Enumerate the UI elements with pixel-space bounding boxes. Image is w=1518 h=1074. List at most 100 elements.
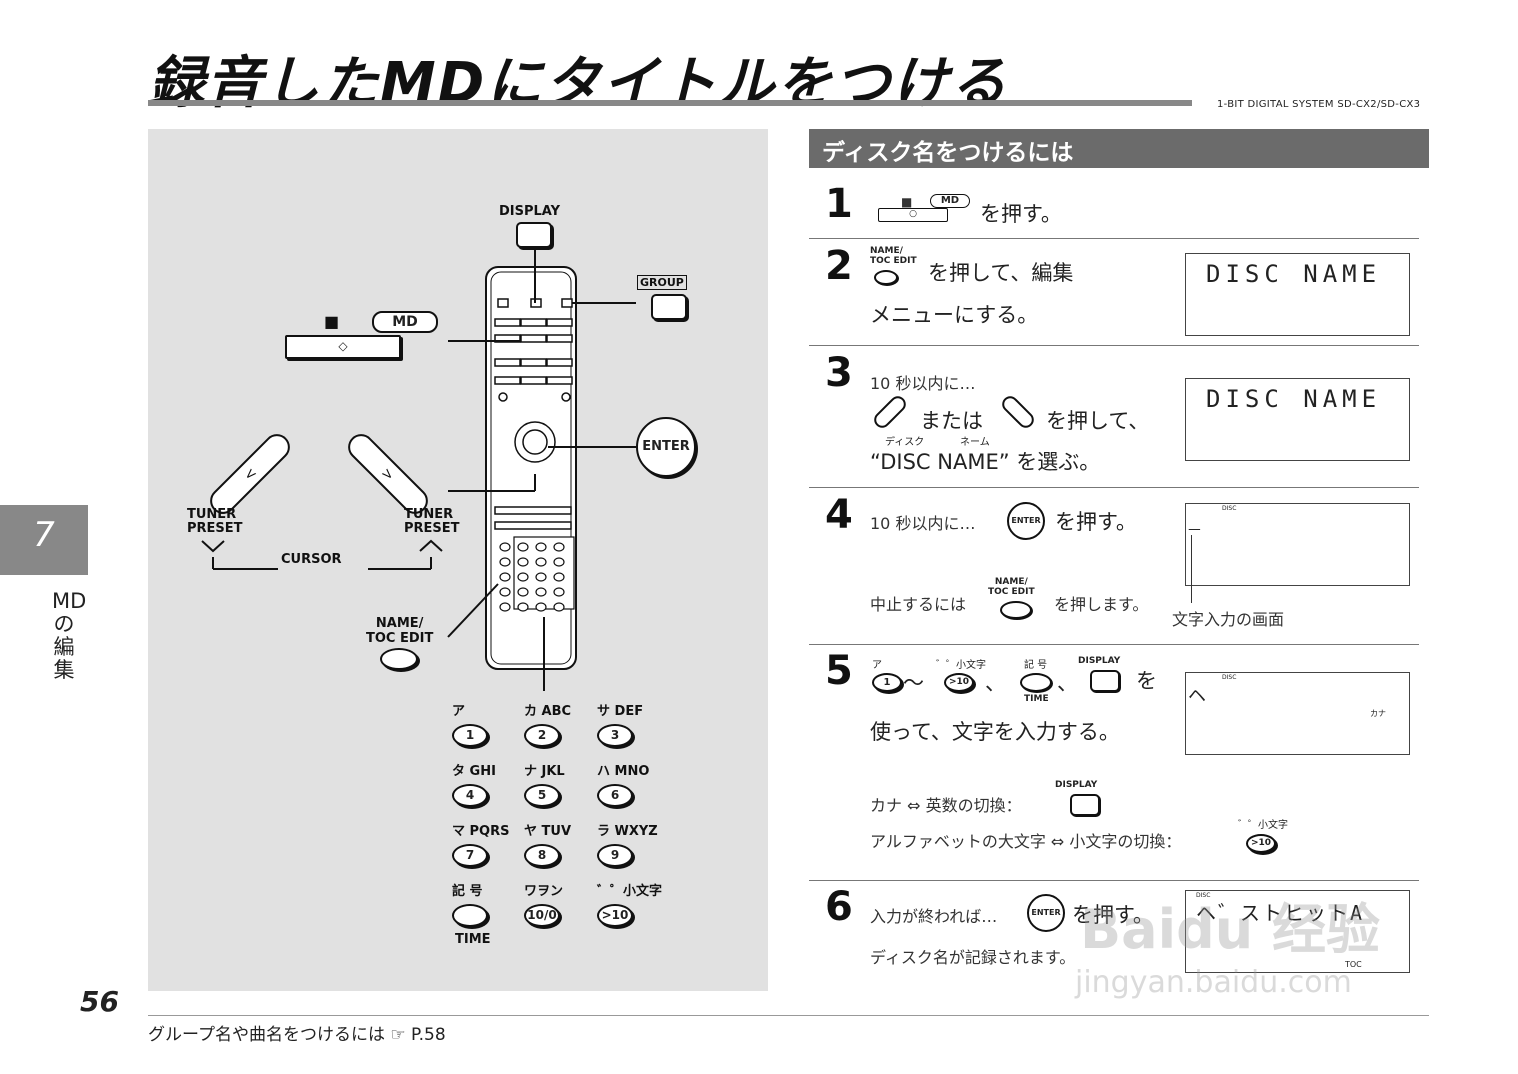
page-number: 56 [80,985,119,1018]
keypad-label: ナ JKL [524,764,565,779]
md-button[interactable]: MD [372,311,438,333]
keypad-key[interactable]: 2 [524,724,560,747]
step6-pre: 入力が終われば… [870,907,998,926]
remote-keypad-key [499,542,511,552]
keypad-key[interactable]: 8 [524,844,560,867]
step-number-1: 1 [825,181,853,227]
footer-divider [148,1015,1429,1016]
step5-switch1-display-label: DISPLAY [1055,780,1098,790]
step5-disc-indicator: DISC [1222,674,1237,681]
watermark-url: jingyan.baidu.com [1075,965,1352,1000]
step2-name-toc-label: NAME/ TOC EDIT [870,246,917,266]
display-button[interactable] [516,222,552,248]
keypad-key[interactable]: 7 [452,844,488,867]
step3-ruby-disc: ディスク [885,437,925,448]
enter-button[interactable]: ENTER [636,417,696,477]
title-underline [148,100,1192,106]
keypad-key[interactable]: 9 [597,844,633,867]
remote-keypad-key [553,587,565,597]
step2-text-line1: を押して、編集 [928,261,1074,285]
step5-switch1: カナ ⇔ 英数の切換： [870,796,1022,815]
step-number-3: 3 [825,350,853,396]
step3-display-text: DISC NAME [1206,385,1382,413]
step6-text: を押す。 [1072,903,1154,927]
keypad-label: ハ MNO [597,764,650,779]
keypad-label: ワヲン [524,884,564,899]
remote-keypad-key [553,542,565,552]
step5-kana-indicator: カナ [1370,709,1386,718]
remote-keypad-key [517,587,529,597]
step5-key-gt10: >10 [944,673,974,692]
step4-blink-cursor: ㅡ [1188,523,1201,539]
chapter-label: MDの編集 [52,589,87,682]
step-number-6: 6 [825,884,853,930]
step5-a-label: ア [872,660,882,671]
keypad-label: タ GHI [452,764,496,779]
keypad-key[interactable]: 1 [452,724,488,747]
step5-comma2: 、 [1057,671,1078,695]
step1-stop-md-button: ○ [878,208,948,222]
step1-stop-icon: ■ [901,195,913,209]
keypad-key[interactable]: 5 [524,784,560,807]
cursor-right-icon [1002,396,1034,428]
step3-text: を押して、 [1046,409,1150,433]
step5-time-label: TIME [1024,694,1049,704]
keypad-label: ラ WXYZ [597,824,658,839]
step5-switch2-small-label: ゛゜小文字 [1238,820,1288,831]
step5-display [1185,672,1410,755]
stop-md-button[interactable]: ◇ [285,335,401,359]
step2-display: DISC NAME [1185,253,1410,336]
chapter-number: 7 [33,515,55,555]
step4-pre: 10 秒以内に… [870,514,976,533]
step2-text-line2: メニューにする。 [870,303,1039,327]
keypad-key[interactable]: 4 [452,784,488,807]
step4-name-toc-label: NAME/ TOC EDIT [988,577,1035,597]
step5-text2: 使って、文字を入力する。 [870,720,1120,744]
step-number-2: 2 [825,243,853,289]
keypad-label: ア [452,704,466,719]
step5-tilde: ～ [903,671,924,695]
step6-toc-indicator: TOC [1345,960,1362,969]
section-title: ディスク名をつけるには [822,140,1074,166]
step4-enter-icon: ENTER [1007,502,1045,540]
step5-switch2: アルファベットの大文字 ⇔ 小文字の切換： [870,832,1182,851]
step1-text: を押す。 [980,202,1062,226]
name-toc-edit-button[interactable] [380,648,418,670]
keypad-key[interactable] [452,904,488,927]
remote-keypad-key [517,557,529,567]
step5-kigo-icon [1020,673,1052,692]
keypad-key[interactable]: >10 [597,904,633,927]
step4-name-toc-icon [1000,601,1032,619]
group-button[interactable] [651,294,687,320]
model-label: 1-BIT DIGITAL SYSTEM SD-CX2/SD-CX3 [1217,99,1421,110]
cursor-left-icon [874,396,906,428]
step1-md-icon: MD [930,194,970,208]
step-divider [809,238,1419,239]
keypad-key[interactable]: 10/0 [524,904,560,927]
step2-name-toc-icon [874,270,898,285]
group-label: GROUP [637,275,687,290]
remote-keypad-key [499,572,511,582]
step3-ruby-name: ネーム [960,437,990,448]
step6-display: ヘ゛ストヒットA [1185,890,1410,973]
keypad-key[interactable]: 6 [597,784,633,807]
keypad-label: ヤ TUV [524,824,572,839]
step5-text: を [1136,669,1157,693]
tuner-preset-down-label: TUNER PRESET [187,507,243,536]
remote-keypad-key [535,542,547,552]
keypad-label: サ DEF [597,704,644,719]
keypad-key[interactable]: 3 [597,724,633,747]
remote-keypad-key [499,557,511,567]
remote-keypad-key [535,572,547,582]
step-divider [809,644,1419,645]
step2-display-text: DISC NAME [1206,260,1382,288]
step6-text2: ディスク名が記録されます。 [870,948,1076,967]
remote-keypad-key [499,587,511,597]
step5-display-label: DISPLAY [1078,656,1121,666]
step3-text2: “DISC NAME” を選ぶ。 [870,450,1101,474]
step3-display: DISC NAME [1185,378,1410,461]
step5-kigo-label: 記 号 [1024,660,1048,671]
step5-switch1-display-icon [1070,794,1100,816]
step-number-4: 4 [825,492,853,538]
remote-keypad-key [553,557,565,567]
